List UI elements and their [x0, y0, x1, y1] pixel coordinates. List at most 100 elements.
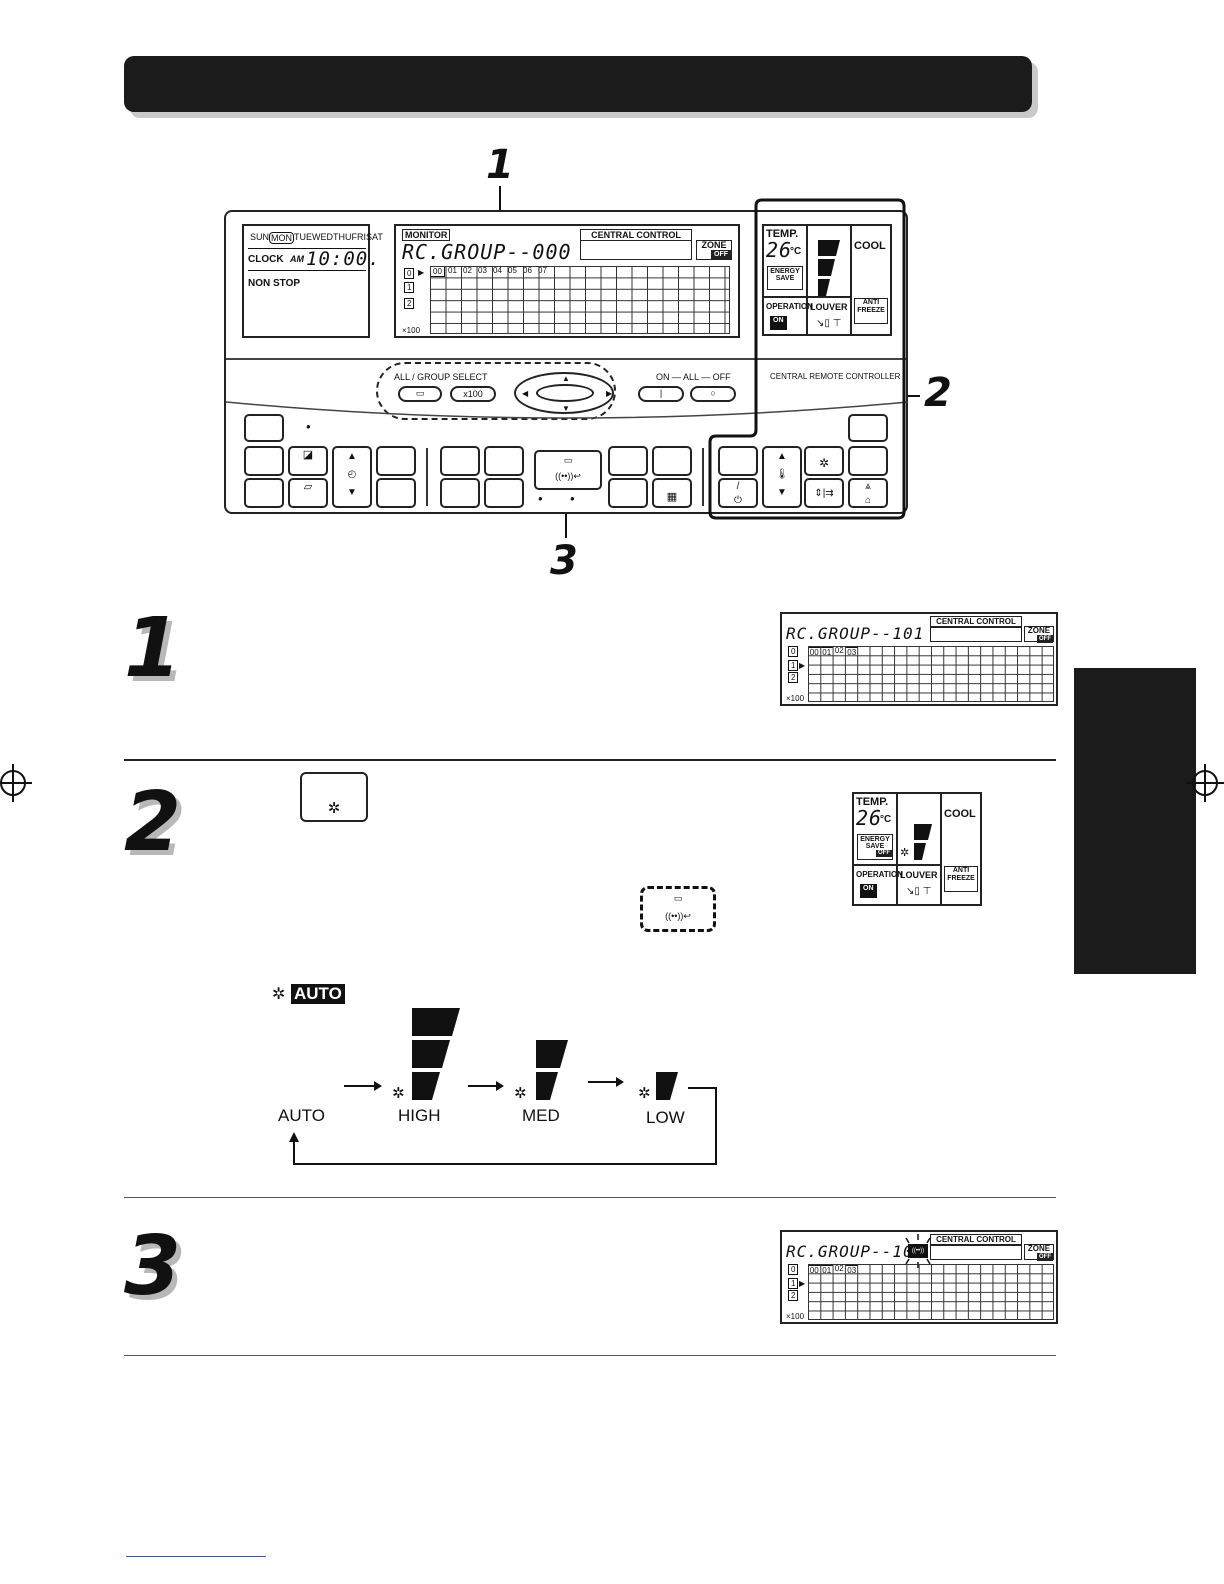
energy-save-label: ENERGY SAVE — [770, 268, 800, 282]
step-1-row-1: 1 — [788, 660, 799, 671]
step-3-row-0: 0 — [788, 1264, 799, 1275]
mode-button-c[interactable] — [484, 446, 524, 476]
step-1-row-2: 2 — [788, 672, 799, 683]
x100-button[interactable]: x100 — [450, 386, 496, 402]
clear-button[interactable] — [376, 478, 416, 508]
step-2-operation-label: OPERATION — [856, 870, 903, 879]
temp-value: 26 — [766, 238, 793, 262]
nonstop-label: NON STOP — [248, 278, 301, 289]
clock-adjust-button[interactable]: ▲◴▼ — [332, 446, 372, 508]
central-remote-controller: SUN MON TUE WED THU FRI SAT CLOCK AM 10:… — [224, 210, 909, 514]
operation-mode-button[interactable] — [718, 446, 758, 476]
step-2-energy-save-label: ENERGY SAVE — [860, 836, 890, 850]
registration-mark-left — [0, 764, 32, 802]
step-2-temp-unit: °C — [880, 814, 892, 825]
grid-view-button[interactable]: ▦ — [652, 478, 692, 508]
row-index-0: 0 — [404, 268, 415, 279]
antifreeze-label: ANTI FREEZE — [857, 299, 885, 314]
temp-label: TEMP. — [766, 228, 799, 240]
step-3-number: 3 — [124, 1219, 182, 1314]
day-tue: TUE — [294, 232, 313, 242]
step-2-number: 2 — [124, 775, 182, 870]
central-set-button[interactable]: ▭((••))↩ — [534, 450, 602, 490]
central-led-2-icon: ● — [570, 494, 575, 503]
row-index-2: 2 — [404, 298, 415, 309]
step-3-x100-label: ×100 — [786, 1312, 805, 1321]
step-2-antifreeze-label: ANTI FREEZE — [947, 867, 975, 882]
step-3-row-pointer-icon: ▶ — [799, 1279, 806, 1288]
step-2-divider-v2 — [940, 794, 942, 906]
am-label: AM — [290, 254, 304, 264]
weekday-row: SUN MON TUE WED THU FRI SAT — [250, 232, 383, 244]
step-1-zone-label: ZONE — [1027, 626, 1051, 635]
step-2-divider-v1 — [896, 794, 898, 906]
cool-label: COOL — [854, 240, 886, 252]
step-2-energy-save-off: OFF — [876, 850, 892, 857]
day-thu: THU — [333, 232, 352, 242]
fan-speed-button[interactable]: ✲ — [804, 446, 844, 476]
arrow-left-icon[interactable]: ◀ — [522, 389, 529, 398]
schedule-off-button[interactable]: ▱ — [288, 478, 328, 508]
group-select-center[interactable] — [536, 384, 594, 402]
button-divider-2 — [702, 448, 704, 506]
status-lcd: TEMP. 26 °C ENERGY SAVE COOL OPERATION O… — [762, 224, 892, 336]
group-button-c[interactable] — [652, 446, 692, 476]
clock-time: 10:00. — [306, 248, 381, 270]
flow-auto-label: AUTO — [278, 1106, 325, 1125]
callout-2: 2 — [924, 370, 952, 416]
row-pointer-icon: ▶ — [418, 268, 425, 277]
step-1-row-0: 0 — [788, 646, 799, 657]
arrow-up-icon[interactable]: ▲ — [562, 374, 570, 383]
temperature-button[interactable]: ▲🌡▼ — [762, 446, 802, 508]
all-off-button[interactable]: ○ — [690, 386, 736, 402]
registration-mark-right — [1186, 764, 1224, 802]
schedule-on-button[interactable]: ◪ — [288, 446, 328, 476]
week-button[interactable] — [244, 478, 284, 508]
group-button-a[interactable] — [608, 446, 648, 476]
all-group-button[interactable]: ▭ — [398, 386, 442, 402]
start-stop-button[interactable]: /⏻ — [718, 478, 758, 508]
status-divider-v2 — [850, 226, 852, 336]
step-2-louver-icon: ↘▯ ⊤ — [906, 886, 932, 897]
clock-lcd: SUN MON TUE WED THU FRI SAT CLOCK AM 10:… — [242, 224, 383, 338]
button-divider-1 — [426, 448, 428, 506]
louver-button[interactable]: ⇕|⇉ — [804, 478, 844, 508]
check-button[interactable] — [848, 414, 888, 442]
step-divider-2 — [124, 1197, 1056, 1198]
timer-led-icon: ● — [306, 422, 311, 431]
mode-button-a[interactable] — [440, 446, 480, 476]
timer-button[interactable] — [244, 414, 284, 442]
step-1-x100-label: ×100 — [786, 694, 805, 703]
step-1-zone-indicator: ZONE OFF — [1024, 626, 1054, 643]
clock-divider-2 — [248, 270, 366, 271]
day-fri: FRI — [351, 232, 367, 242]
arrow-right-icon[interactable]: ▶ — [606, 389, 613, 398]
step-divider-3 — [124, 1355, 1056, 1356]
mode-button-b[interactable] — [440, 478, 480, 508]
section-side-tab — [1074, 668, 1196, 974]
mode-button-d[interactable] — [484, 478, 524, 508]
central-control-box — [580, 240, 692, 260]
operation-label: OPERATION — [766, 302, 813, 311]
status-divider-h — [764, 296, 850, 298]
fan-speed-bars-icon — [818, 240, 840, 296]
vent-button[interactable] — [848, 446, 888, 476]
clock-divider — [248, 248, 366, 249]
operation-on-indicator: ON — [770, 316, 787, 330]
filter-reset-button[interactable]: ⩓⌂ — [848, 478, 888, 508]
day-button[interactable] — [244, 446, 284, 476]
step-3-zone-off: OFF — [1037, 1253, 1053, 1261]
monitor-label: MONITOR — [402, 229, 451, 241]
on-all-off-label: ON — ALL — OFF — [656, 372, 731, 382]
flow-high-label: HIGH — [398, 1106, 441, 1125]
central-signal-icon: ((••)) — [908, 1244, 928, 1258]
group-button-b[interactable] — [608, 478, 648, 508]
step-3-group-readout: RC.GROUP--101 — [786, 1242, 925, 1261]
step-1-central-control-label: CENTRAL CONTROL — [930, 616, 1022, 628]
step-3-zone-indicator: ZONE OFF — [1024, 1244, 1054, 1261]
step-2-fan-icon: ✲ — [900, 847, 910, 859]
step-2-fan-bars-icon — [914, 824, 932, 860]
arrow-down-icon[interactable]: ▼ — [562, 404, 570, 413]
all-on-button[interactable]: | — [638, 386, 684, 402]
set-button[interactable] — [376, 446, 416, 476]
